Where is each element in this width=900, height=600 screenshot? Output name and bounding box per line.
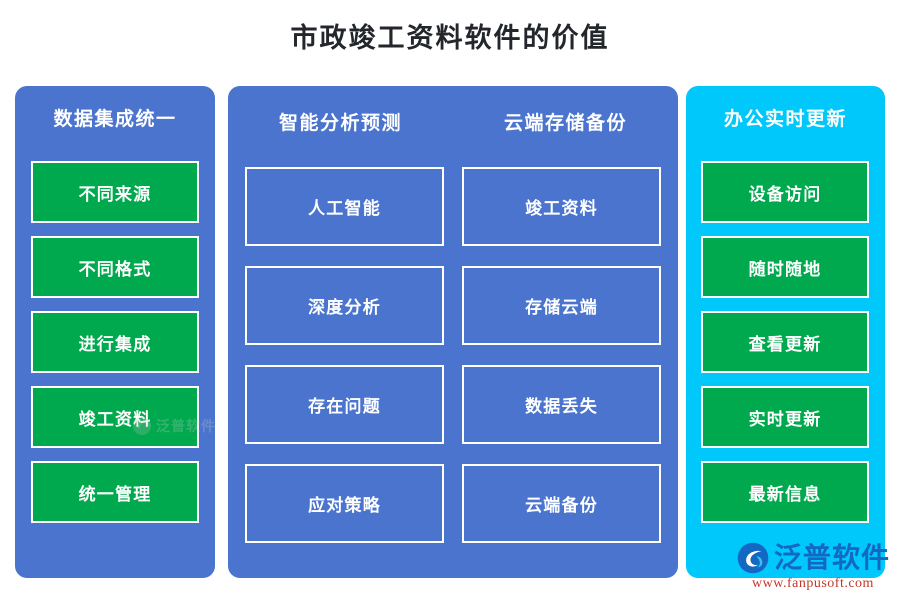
card-item[interactable]: 竣工资料 bbox=[462, 167, 661, 246]
card-item[interactable]: 不同来源 bbox=[31, 161, 199, 223]
card-item[interactable]: 人工智能 bbox=[245, 167, 444, 246]
card-label: 实时更新 bbox=[748, 409, 822, 429]
card-item[interactable]: 最新信息 bbox=[701, 461, 869, 523]
card-item[interactable]: 存储云端 bbox=[462, 266, 661, 345]
card-item[interactable]: 深度分析 bbox=[245, 266, 444, 345]
card-label: 统一管理 bbox=[78, 484, 152, 504]
card-label: 存在问题 bbox=[308, 397, 381, 416]
card-label: 竣工资料 bbox=[78, 409, 152, 429]
panel-analysis-and-cloud: 智能分析预测 云端存储备份 人工智能 深度分析 存在问题 应对策略 bbox=[228, 86, 678, 578]
brand-logo-url: www.fanpusoft.com bbox=[752, 576, 874, 591]
card-label: 进行集成 bbox=[78, 334, 152, 354]
card-list-data-integration: 不同来源 不同格式 进行集成 竣工资料 统一管理 bbox=[31, 161, 199, 523]
card-item[interactable]: 竣工资料 bbox=[31, 386, 199, 448]
card-item[interactable]: 实时更新 bbox=[701, 386, 869, 448]
card-item[interactable]: 设备访问 bbox=[701, 161, 869, 223]
card-label: 云端备份 bbox=[525, 496, 598, 515]
card-item[interactable]: 存在问题 bbox=[245, 365, 444, 444]
card-list-cloud-backup: 竣工资料 存储云端 数据丢失 云端备份 bbox=[462, 167, 661, 543]
panel-heading-realtime-office: 办公实时更新 bbox=[723, 109, 847, 130]
card-label: 数据丢失 bbox=[525, 397, 598, 416]
mid-heading-row: 智能分析预测 云端存储备份 bbox=[228, 112, 678, 136]
panel-heading-smart-analysis: 智能分析预测 bbox=[278, 113, 402, 134]
panel-heading-data-integration: 数据集成统一 bbox=[53, 109, 177, 130]
card-list-realtime-office: 设备访问 随时随地 查看更新 实时更新 最新信息 bbox=[701, 161, 869, 523]
card-label: 存储云端 bbox=[525, 298, 598, 317]
card-item[interactable]: 统一管理 bbox=[31, 461, 199, 523]
page-title: 市政竣工资料软件的价值 bbox=[290, 23, 610, 53]
panel-data-integration: 数据集成统一 不同来源 不同格式 进行集成 竣工资料 统一管理 bbox=[15, 86, 215, 578]
card-item[interactable]: 不同格式 bbox=[31, 236, 199, 298]
panel-realtime-office: 办公实时更新 设备访问 随时随地 查看更新 实时更新 最新信息 bbox=[686, 86, 885, 578]
card-label: 应对策略 bbox=[308, 496, 381, 515]
card-item[interactable]: 应对策略 bbox=[245, 464, 444, 543]
card-label: 竣工资料 bbox=[525, 199, 598, 218]
mid-columns: 人工智能 深度分析 存在问题 应对策略 竣工资料 存储云端 bbox=[245, 167, 661, 543]
card-label: 人工智能 bbox=[308, 199, 381, 218]
card-list-smart-analysis: 人工智能 深度分析 存在问题 应对策略 bbox=[245, 167, 444, 543]
card-item[interactable]: 云端备份 bbox=[462, 464, 661, 543]
card-item[interactable]: 进行集成 bbox=[31, 311, 199, 373]
card-label: 不同来源 bbox=[78, 184, 152, 204]
card-item[interactable]: 数据丢失 bbox=[462, 365, 661, 444]
card-item[interactable]: 查看更新 bbox=[701, 311, 869, 373]
card-label: 随时随地 bbox=[748, 259, 822, 279]
card-label: 最新信息 bbox=[748, 484, 822, 504]
panel-heading-cloud-backup: 云端存储备份 bbox=[503, 113, 627, 134]
card-label: 不同格式 bbox=[78, 259, 152, 279]
card-label: 设备访问 bbox=[748, 184, 822, 204]
card-label: 深度分析 bbox=[308, 298, 381, 317]
card-item[interactable]: 随时随地 bbox=[701, 236, 869, 298]
card-label: 查看更新 bbox=[748, 334, 822, 354]
